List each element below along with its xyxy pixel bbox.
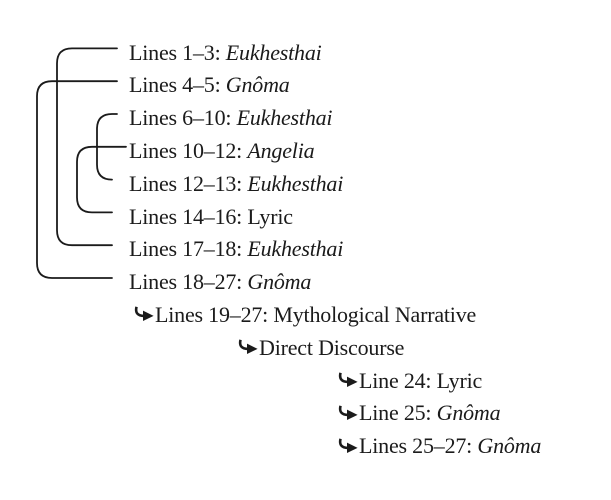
row-label: Lines 19–27:	[155, 301, 274, 327]
row-label: Lines 4–5:	[129, 72, 226, 98]
bracket-path	[76, 145, 127, 214]
row-label: Lines 1–3:	[129, 39, 226, 65]
row-label: Direct Discourse	[259, 334, 405, 360]
row-term: Eukhesthai	[225, 39, 322, 65]
row-label: Lines 6–10:	[129, 105, 237, 131]
diagram-row-4: Lines 10–12: Angelia	[129, 134, 315, 167]
row-term: Angelia	[247, 137, 315, 163]
curved-arrow-icon	[238, 339, 258, 355]
diagram-row-8: Lines 18–27: Gnôma	[129, 266, 311, 299]
row-label: Lines 12–13:	[129, 170, 248, 196]
diagram-row-5: Lines 12–13: Eukhesthai	[129, 167, 343, 200]
row-term: Eukhesthai	[236, 105, 333, 131]
bracket-path	[36, 80, 118, 279]
bracket-path	[56, 47, 118, 247]
bracket-path	[96, 113, 118, 181]
row-term: Lyric	[247, 203, 293, 229]
row-term: Gnôma	[247, 269, 312, 295]
row-term: Lyric	[436, 367, 483, 393]
diagram-row-11: Line 24: Lyric	[336, 364, 482, 397]
curved-arrow-icon	[338, 405, 358, 420]
diagram-row-2: Lines 4–5: Gnôma	[129, 69, 290, 102]
diagram-row-3: Lines 6–10: Eukhesthai	[129, 102, 333, 135]
row-term: Mythological Narrative	[273, 301, 477, 327]
diagram-row-6: Lines 14–16: Lyric	[129, 200, 293, 233]
diagram-row-1: Lines 1–3: Eukhesthai	[129, 36, 322, 69]
row-term: Eukhesthai	[247, 236, 344, 262]
row-term: Gnôma	[436, 400, 501, 426]
row-term: Eukhesthai	[247, 170, 344, 196]
row-label: Line 24:	[359, 367, 437, 393]
row-label: Line 25:	[359, 400, 437, 426]
curved-arrow-icon	[134, 306, 154, 322]
curved-arrow-icon	[338, 438, 358, 453]
row-label: Lines 17–18:	[129, 236, 248, 262]
diagram-row-9: Lines 19–27: Mythological Narrative	[132, 298, 476, 331]
curved-arrow-icon	[338, 372, 358, 387]
row-label: Lines 14–16:	[129, 203, 248, 229]
row-label: Lines 18–27:	[129, 269, 248, 295]
diagram-row-10: Direct Discourse	[236, 331, 404, 364]
row-label: Lines 25–27:	[359, 433, 478, 459]
row-term: Gnôma	[225, 72, 290, 98]
diagram-row-12: Line 25: Gnôma	[336, 397, 501, 430]
diagram-row-7: Lines 17–18: Eukhesthai	[129, 233, 343, 266]
diagram-row-13: Lines 25–27: Gnôma	[336, 430, 541, 463]
row-term: Gnôma	[477, 433, 542, 459]
row-label: Lines 10–12:	[129, 137, 248, 163]
